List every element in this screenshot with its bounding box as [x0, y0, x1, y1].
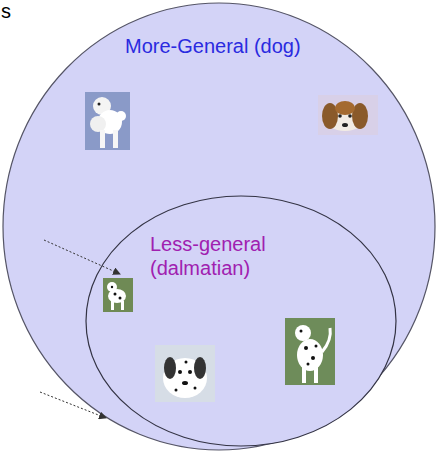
dalmatian-photo	[155, 345, 215, 402]
ellipse-outline	[85, 195, 397, 447]
dalmatian-photo	[285, 318, 335, 385]
region-title: Less-general (dalmatian)	[150, 232, 310, 280]
beagle-photo	[318, 95, 378, 135]
leader-line	[40, 392, 106, 418]
ellipse-region: Less-general (dalmatian)	[85, 195, 397, 447]
cut-label: s	[1, 0, 11, 22]
leader-line	[44, 240, 120, 274]
poodle-photo	[85, 92, 130, 150]
dalmatian-photo	[103, 278, 133, 312]
region-title: More-General (dog)	[125, 34, 325, 58]
